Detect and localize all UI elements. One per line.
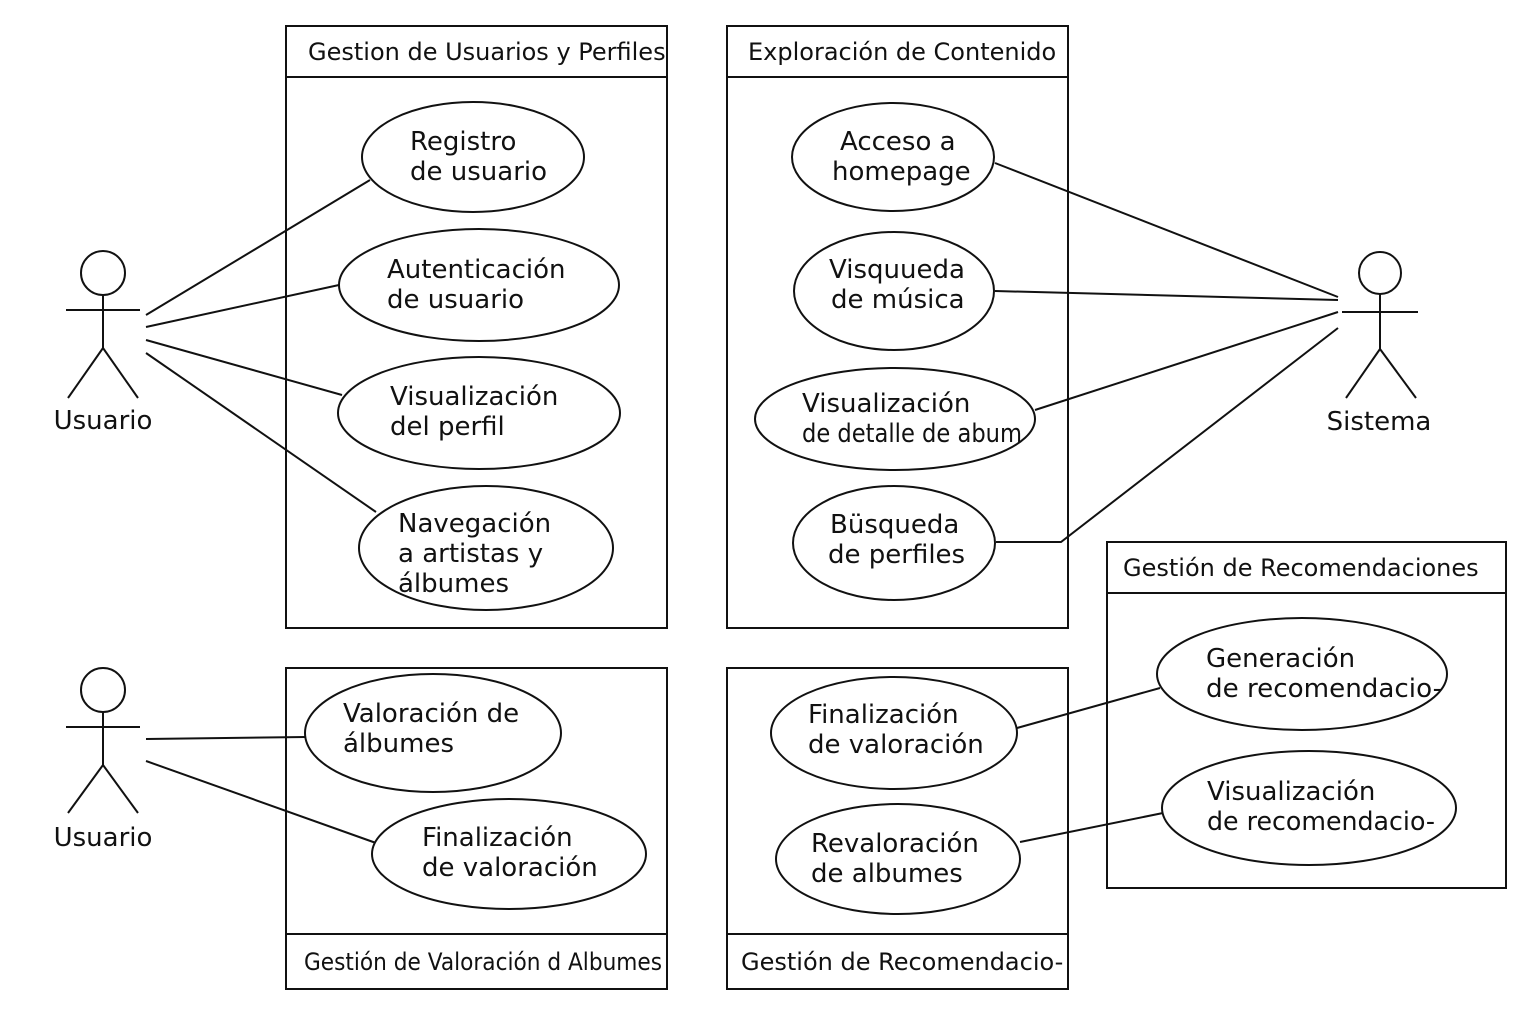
use-case-label: de usuario xyxy=(387,285,524,315)
use-case-label: de perfiles xyxy=(828,540,965,570)
use-case-visualizacion-recomendaciones[interactable]: Visualización de recomendacio- xyxy=(1161,750,1457,866)
use-case-label: Revaloración xyxy=(811,829,979,859)
actor-usuario-bottom[interactable]: Usuario xyxy=(54,667,153,853)
use-case-label: de albumes xyxy=(811,859,963,889)
use-case-label: Generación xyxy=(1206,644,1355,674)
actor-label: Usuario xyxy=(54,823,153,853)
use-case-label: Valoración de xyxy=(343,699,519,729)
association-line xyxy=(1034,311,1339,411)
package-title: Exploración de Contenido xyxy=(748,38,1056,66)
use-case-label: Navegación xyxy=(398,509,551,539)
use-case-ellipse xyxy=(791,102,995,212)
stick-figure-icon xyxy=(66,250,140,399)
use-case-label: de recomendacio- xyxy=(1207,807,1435,837)
association-line xyxy=(145,339,343,396)
use-case-autenticacion-usuario[interactable]: Autenticación de usuario xyxy=(338,228,620,342)
use-case-finalizacion-valoracion[interactable]: Finalización de valoración xyxy=(371,798,647,910)
use-case-ellipse xyxy=(337,356,621,470)
use-case-ellipse xyxy=(793,231,995,351)
use-case-ellipse xyxy=(304,673,562,793)
use-case-revaloracion-albumes[interactable]: Revaloración de albumes xyxy=(775,803,1021,915)
use-case-ellipse xyxy=(371,798,647,910)
use-case-label: de música xyxy=(831,285,965,315)
association-line xyxy=(1016,687,1161,729)
use-case-label: Finalización xyxy=(422,823,573,853)
use-case-label: Visualización xyxy=(390,382,558,412)
use-case-ellipse xyxy=(1156,617,1448,731)
use-case-label: del perfil xyxy=(390,412,505,442)
use-case-ellipse xyxy=(754,367,1036,471)
association-line xyxy=(145,352,377,513)
association-line xyxy=(145,760,377,844)
use-case-label: Visquueda xyxy=(829,255,965,285)
use-case-label: de usuario xyxy=(410,157,547,187)
use-case-label: álbumes xyxy=(343,729,454,759)
use-case-label: de recomendacio- xyxy=(1206,674,1442,704)
use-case-busqueda-perfiles[interactable]: Büsqueda de perfiles xyxy=(792,485,996,601)
actor-label: Usuario xyxy=(54,406,153,436)
use-case-valoracion-albumes[interactable]: Valoración de álbumes xyxy=(304,673,562,793)
package-title: Gestión de Recomendaciones xyxy=(1123,554,1479,582)
association-line xyxy=(996,327,1339,543)
use-case-ellipse xyxy=(338,228,620,342)
association-line xyxy=(145,179,371,316)
use-case-visquueda-musica[interactable]: Visquueda de música xyxy=(793,231,995,351)
use-case-label: a artistas y xyxy=(398,539,543,569)
use-case-label: de detalle de abum xyxy=(802,419,1022,449)
stick-figure-icon xyxy=(66,667,140,814)
use-case-ellipse xyxy=(775,803,1021,915)
use-case-visualizacion-perfil[interactable]: Visualización del perfil xyxy=(337,356,621,470)
association-line xyxy=(994,290,1339,301)
package-title: Gestión de Recomendacio- xyxy=(741,948,1063,976)
use-case-label: Acceso a xyxy=(840,127,956,157)
use-case-generacion-recomendaciones[interactable]: Generación de recomendacio- xyxy=(1156,617,1448,731)
use-case-visualizacion-detalle-album[interactable]: Visualización de detalle de abum xyxy=(754,367,1036,471)
use-case-registro-usuario[interactable]: Registro de usuario xyxy=(361,101,585,213)
use-case-ellipse xyxy=(361,101,585,213)
package-title: Gestión de Valoración d Albumes xyxy=(304,948,662,976)
actor-sistema[interactable]: Sistema xyxy=(1327,251,1432,437)
association-line xyxy=(1019,812,1164,843)
use-case-label: de valoración xyxy=(422,853,598,883)
use-case-label: Registro xyxy=(410,127,516,157)
package-title: Gestion de Usuarios y Perfiles xyxy=(308,38,666,66)
use-case-label: Visualización xyxy=(802,389,970,419)
association-line xyxy=(994,162,1339,298)
use-case-ellipse xyxy=(770,676,1018,790)
stick-figure-icon xyxy=(1342,251,1418,399)
association-line xyxy=(145,736,307,740)
use-case-label: Autenticación xyxy=(387,255,565,285)
actor-label: Sistema xyxy=(1327,407,1432,437)
use-case-acceso-homepage[interactable]: Acceso a homepage xyxy=(791,102,995,212)
use-case-label: de valoración xyxy=(808,730,984,760)
use-case-finalizacion-valoracion-b[interactable]: Finalización de valoración xyxy=(770,676,1018,790)
use-case-label: homepage xyxy=(832,157,971,187)
use-case-label: Finalización xyxy=(808,700,959,730)
use-case-label: Visualización xyxy=(1207,777,1375,807)
use-case-ellipse xyxy=(792,485,996,601)
actor-usuario-top[interactable]: Usuario xyxy=(54,250,153,436)
use-case-ellipse xyxy=(358,485,614,611)
associations xyxy=(145,162,1339,844)
use-case-ellipse xyxy=(1161,750,1457,866)
use-case-label: Büsqueda xyxy=(830,510,959,540)
use-case-label: álbumes xyxy=(398,569,509,599)
use-case-navegacion-artistas-albumes[interactable]: Navegación a artistas y álbumes xyxy=(358,485,614,611)
association-line xyxy=(145,284,340,328)
